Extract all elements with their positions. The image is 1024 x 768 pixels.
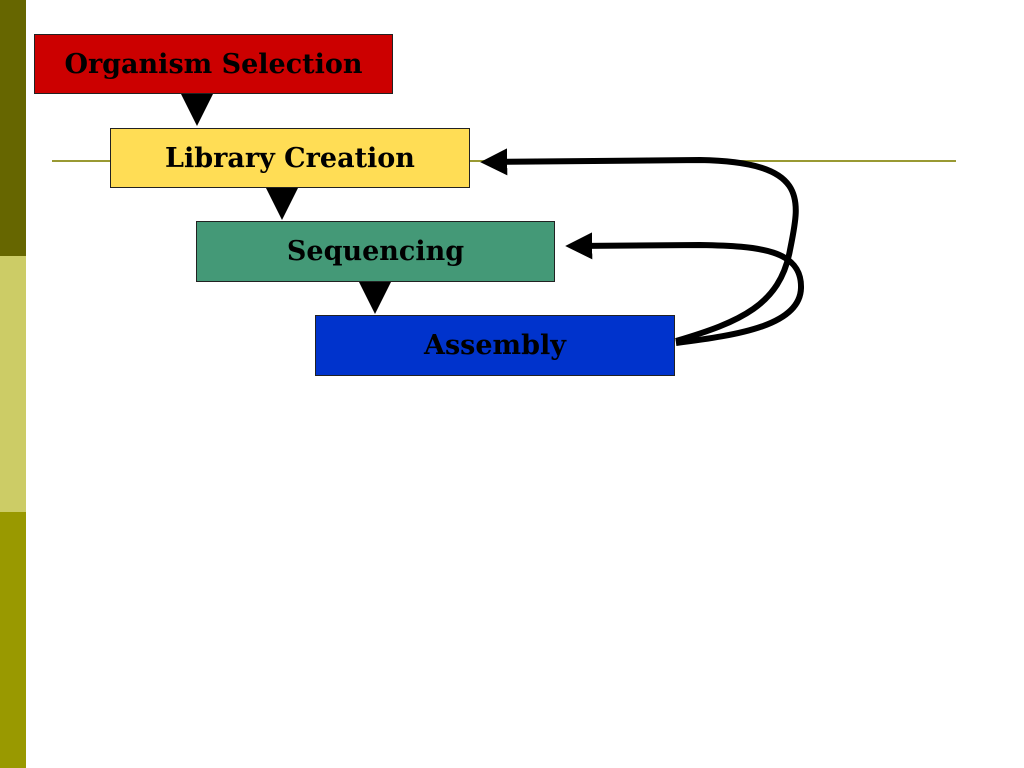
assembly-box: Assembly xyxy=(315,315,675,376)
library-creation-box: Library Creation xyxy=(110,128,470,188)
side-bar-bottom xyxy=(0,512,26,768)
organism-selection-label: Organism Selection xyxy=(64,48,363,80)
assembly-label: Assembly xyxy=(424,330,566,361)
side-bar-top xyxy=(0,0,26,256)
library-creation-label: Library Creation xyxy=(165,142,415,174)
organism-selection-box: Organism Selection xyxy=(34,34,393,94)
sequencing-box: Sequencing xyxy=(196,221,555,282)
sequencing-label: Sequencing xyxy=(286,236,465,267)
side-bar-middle xyxy=(0,256,26,512)
